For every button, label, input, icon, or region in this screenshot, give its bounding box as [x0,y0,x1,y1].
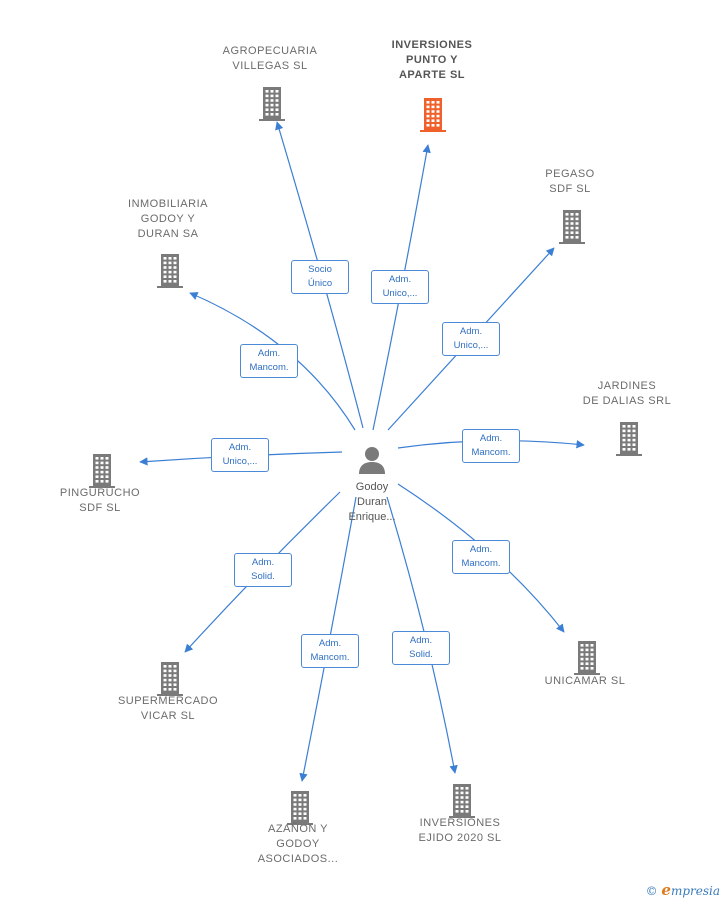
empresia-logo-initial: e [661,881,671,899]
building-icon[interactable] [555,208,589,244]
company-name-inmobiliaria[interactable]: INMOBILIARIA GODOY Y DURAN SA [93,197,243,242]
company-name-line: INVERSIONES [419,817,501,829]
role-text-line: Unico,... [453,340,489,351]
company-name-agropecuaria[interactable]: AGROPECUARIA VILLEGAS SL [195,44,345,74]
role-text-line: Adm. [257,348,281,359]
role-badge-pingurucho[interactable]: Adm. Unico,... [211,438,269,472]
role-text-line: Mancom. [471,447,511,458]
role-text-line: Adm. [469,544,493,555]
building-icon[interactable] [153,660,187,696]
company-name-line: INMOBILIARIA [128,198,208,210]
company-name-line: ASOCIADOS... [257,853,339,865]
company-name-unicamar[interactable]: UNICAMAR SL [510,674,660,689]
role-text-line: Adm. [388,274,412,285]
company-name-line: PINGURUCHO [59,487,141,499]
company-name-pegaso[interactable]: PEGASO SDF SL [495,167,645,197]
building-icon[interactable] [416,96,450,132]
company-name-line: APARTE SL [398,69,466,81]
role-text-line: Solid. [251,571,275,582]
company-name-line: PUNTO Y [406,54,458,66]
empresia-footer: © empresia [646,881,720,899]
company-name-line: INVERSIONES [391,39,473,51]
role-badge-supermercado[interactable]: Adm. Solid. [234,553,292,587]
building-icon[interactable] [445,782,479,818]
role-text-line: Adm. [479,433,503,444]
company-name-azanon[interactable]: AZAÑON Y GODOY ASOCIADOS... [223,822,373,867]
company-name-supermercado[interactable]: SUPERMERCADO VICAR SL [93,694,243,724]
role-text-line: Adm. [318,638,342,649]
company-name-inversiones-ejido[interactable]: INVERSIONES EJIDO 2020 SL [385,816,535,846]
company-name-line: GODOY Y [140,213,196,225]
company-name-line: JARDINES [597,380,657,392]
copyright-symbol: © [645,884,658,898]
company-name-jardines[interactable]: JARDINES DE DALIAS SRL [552,379,702,409]
building-icon[interactable] [283,789,317,825]
company-name-line: VICAR SL [140,710,196,722]
building-icon[interactable] [255,85,289,121]
building-icon[interactable] [85,452,119,488]
role-text-line: Mancom. [310,652,350,663]
company-name-line: AZAÑON Y [267,823,329,835]
building-icon[interactable] [153,252,187,288]
role-text-line: Mancom. [249,362,289,373]
role-badge-azanon[interactable]: Adm. Mancom. [301,634,359,668]
company-name-line: UNICAMAR SL [544,675,626,687]
building-icon[interactable] [612,420,646,456]
role-text-line: Mancom. [461,558,501,569]
role-badge-unicamar[interactable]: Adm. Mancom. [452,540,510,574]
person-icon[interactable] [356,444,388,476]
role-badge-pegaso[interactable]: Adm. Unico,... [442,322,500,356]
role-text-line: Adm. [409,635,433,646]
role-text-line: Solid. [409,649,433,660]
role-badge-inmobiliaria[interactable]: Adm. Mancom. [240,344,298,378]
role-text-line: Socio [308,264,332,275]
company-name-line: VILLEGAS SL [232,60,308,72]
company-name-line: SDF SL [79,502,121,514]
person-name-line: Godoy [355,481,389,493]
role-text-line: Único [307,278,333,289]
company-name-line: AGROPECUARIA [222,45,318,57]
company-name-line: SUPERMERCADO [117,695,219,707]
role-badge-inversiones-ejido[interactable]: Adm. Solid. [392,631,450,665]
role-text-line: Adm. [228,442,252,453]
role-badge-jardines[interactable]: Adm. Mancom. [462,429,520,463]
company-name-line: DURAN SA [137,228,199,240]
company-name-line: DE DALIAS SRL [582,395,672,407]
building-icon[interactable] [570,639,604,675]
company-name-pingurucho[interactable]: PINGURUCHO SDF SL [25,486,175,516]
role-text-line: Adm. [459,326,483,337]
company-name-line: SDF SL [549,183,591,195]
company-name-line: PEGASO [545,168,595,180]
company-name-inversiones-punto[interactable]: INVERSIONES PUNTO Y APARTE SL [357,38,507,83]
company-name-line: EJIDO 2020 SL [418,832,502,844]
company-name-line: GODOY [276,838,320,850]
person-name-line: Duran [357,496,387,508]
role-text-line: Unico,... [222,456,258,467]
role-badge-inversiones-punto[interactable]: Adm. Unico,... [371,270,429,304]
role-text-line: Unico,... [382,288,418,299]
person-name-line: Enrique... [348,511,396,523]
empresia-logo-text: mpresia [670,884,720,898]
role-text-line: Adm. [251,557,275,568]
